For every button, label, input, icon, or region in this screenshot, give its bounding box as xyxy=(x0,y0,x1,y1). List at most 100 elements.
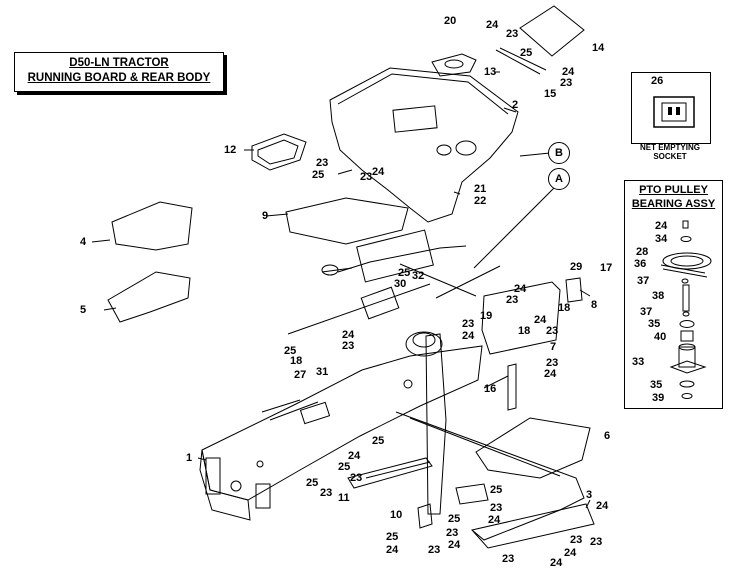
rear-body xyxy=(329,67,519,223)
callout-15: 15 xyxy=(544,88,557,100)
callout-18: 18 xyxy=(558,302,571,314)
title-line-1: D50-LN TRACTOR xyxy=(69,57,169,69)
callout-24-lower-b: 24 xyxy=(448,539,461,551)
pto-part-33: 33 xyxy=(632,356,645,368)
reference-b: B xyxy=(548,142,570,164)
callout-10: 10 xyxy=(390,509,403,521)
panel-4 xyxy=(111,201,193,251)
callout-25-lever: 25 xyxy=(398,267,411,279)
callout-5: 5 xyxy=(80,304,87,316)
callout-24-lower: 24 xyxy=(488,514,501,526)
callout-23-hood: 23 xyxy=(560,77,573,89)
pulley-icon xyxy=(660,220,712,399)
pto-part-38: 38 xyxy=(652,290,665,302)
callout-25-left: 25 xyxy=(284,345,297,357)
callout-23-board: 23 xyxy=(570,534,583,546)
callout-25-frame-b: 25 xyxy=(338,461,351,473)
callout-23-lower: 23 xyxy=(490,502,503,514)
callout-16: 16 xyxy=(484,383,497,395)
callout-14: 14 xyxy=(592,42,605,54)
callout-21: 21 xyxy=(474,183,487,195)
callout-18-mid: 18 xyxy=(518,325,531,337)
socket-icon xyxy=(653,96,695,128)
callout-6: 6 xyxy=(604,430,611,442)
net-emptying-socket-inset xyxy=(631,72,711,144)
callout-25: 25 xyxy=(520,47,533,59)
title-line-2: RUNNING BOARD & REAR BODY xyxy=(27,72,211,84)
callout-23-bracket-b: 23 xyxy=(546,325,559,337)
callout-25-frame-c: 25 xyxy=(306,477,319,489)
callout-23-board-b: 23 xyxy=(590,536,603,548)
callout-24-mid: 24 xyxy=(462,330,475,342)
callout-7: 7 xyxy=(550,341,557,353)
pto-part-37b: 37 xyxy=(640,306,653,318)
callout-23-mid: 23 xyxy=(462,318,475,330)
callout-30: 30 xyxy=(394,278,407,290)
callout-13: 13 xyxy=(484,66,497,78)
callout-23-frame-c: 23 xyxy=(320,487,333,499)
pto-part-36: 36 xyxy=(634,258,647,270)
seat-pan xyxy=(251,133,307,171)
callout-9: 9 xyxy=(262,210,269,222)
callout-23-seat: 23 xyxy=(316,157,329,169)
pto-pulley-inset: PTO PULLEY BEARING ASSY xyxy=(624,180,723,409)
callout-23-seat-b: 23 xyxy=(360,171,373,183)
callout-25-frame: 25 xyxy=(372,435,385,447)
callout-25-lower-b: 25 xyxy=(448,513,461,525)
callout-24-hood: 24 xyxy=(562,66,575,78)
callout-20: 20 xyxy=(444,15,457,27)
callout-24-bottom: 24 xyxy=(386,544,399,556)
callout-11: 11 xyxy=(338,492,350,504)
callout-24: 24 xyxy=(486,19,499,31)
pto-part-40: 40 xyxy=(654,331,667,343)
callout-29: 29 xyxy=(570,261,583,273)
callout-26: 26 xyxy=(651,75,664,87)
callout-32: 32 xyxy=(412,270,425,282)
pto-part-24: 24 xyxy=(655,220,668,232)
callout-23-board-c: 23 xyxy=(502,553,515,565)
callout-23-left: 23 xyxy=(342,340,355,352)
callout-23-right: 23 xyxy=(546,357,559,369)
panel-9 xyxy=(285,197,409,245)
callout-24-bracket-b: 24 xyxy=(534,314,547,326)
callout-24-bracket: 24 xyxy=(514,283,527,295)
callout-25-seat: 25 xyxy=(312,169,325,181)
pto-part-37: 37 xyxy=(637,275,650,287)
socket-caption-1: NET EMPTYING xyxy=(639,143,700,152)
callout-24-frame: 24 xyxy=(348,450,361,462)
rod-16 xyxy=(507,363,517,411)
callout-24-board-b: 24 xyxy=(564,547,577,559)
callout-27: 27 xyxy=(294,369,307,381)
callout-23-frame: 23 xyxy=(350,472,363,484)
callout-3: 3 xyxy=(586,489,593,501)
pto-title-1: PTO PULLEY xyxy=(639,184,708,196)
diagram-title: D50-LN TRACTOR RUNNING BOARD & REAR BODY xyxy=(14,52,224,92)
callout-12: 12 xyxy=(224,144,237,156)
callout-22: 22 xyxy=(474,195,487,207)
socket-caption-2: SOCKET xyxy=(653,152,687,161)
bracket-8 xyxy=(565,277,583,303)
callout-18-left: 18 xyxy=(290,355,303,367)
callout-1: 1 xyxy=(186,452,193,464)
pto-part-28: 28 xyxy=(636,246,649,258)
main-frame xyxy=(201,345,483,501)
callout-2: 2 xyxy=(512,99,519,111)
pto-part-35: 35 xyxy=(648,318,661,330)
callout-24-left: 24 xyxy=(342,329,355,341)
panel-5 xyxy=(107,271,191,323)
panel-6 xyxy=(475,417,591,479)
callout-31: 31 xyxy=(316,366,329,378)
callout-23-lower-b: 23 xyxy=(446,527,459,539)
callout-24-seat: 24 xyxy=(372,166,385,178)
callout-17: 17 xyxy=(600,262,613,274)
callout-23-bracket: 23 xyxy=(506,294,519,306)
callout-23-bottom: 23 xyxy=(428,544,441,556)
callout-4: 4 xyxy=(80,236,87,248)
callout-25-bottom: 25 xyxy=(386,531,399,543)
pto-title-2: BEARING ASSY xyxy=(631,198,716,210)
callout-24-right: 24 xyxy=(544,368,557,380)
reference-a: A xyxy=(548,168,570,190)
callout-8: 8 xyxy=(591,299,598,311)
panel-14 xyxy=(519,5,585,57)
